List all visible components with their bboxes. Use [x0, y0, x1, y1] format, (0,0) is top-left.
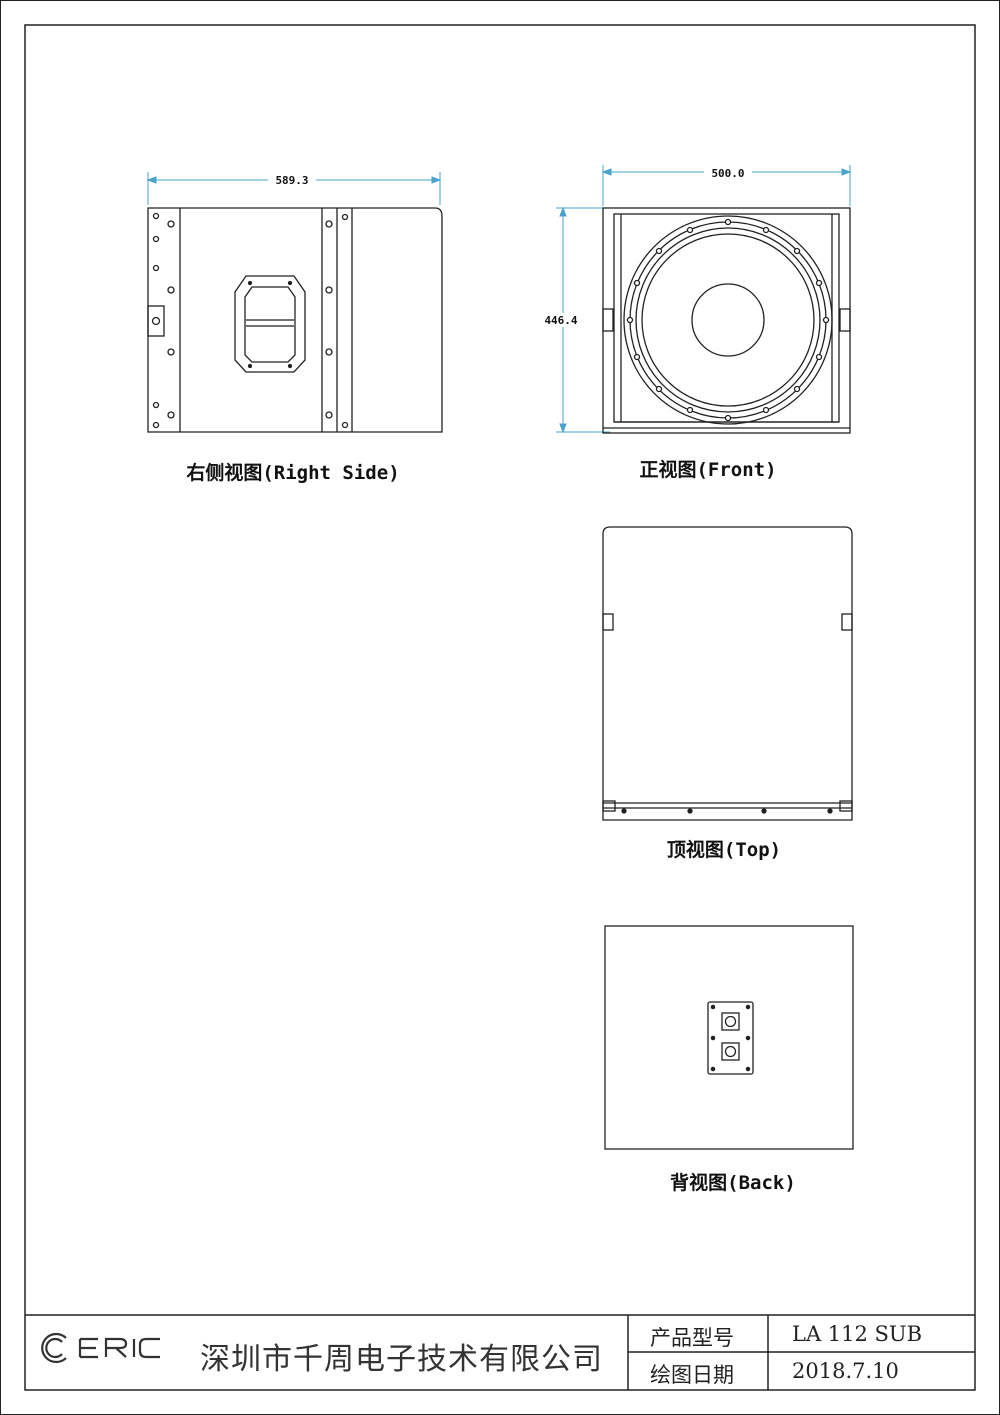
- front-width-label: 500.0: [711, 167, 744, 180]
- side-width-label: 589.3: [275, 174, 308, 187]
- speakon-connector-1: [721, 1012, 740, 1031]
- title-block: [25, 1314, 975, 1390]
- model-label: 产品型号: [650, 1326, 734, 1350]
- company-name: 深圳市千周电子技术有限公司: [200, 1342, 603, 1377]
- front-height-label: 446.4: [544, 314, 577, 327]
- eric-logo: ERIC: [40, 1330, 190, 1370]
- speakon-connector-2: [721, 1042, 740, 1061]
- model-value: LA 112 SUB: [792, 1322, 923, 1346]
- top-caption: 顶视图(Top): [666, 839, 782, 861]
- front-view: [543, 165, 852, 434]
- top-view: [602, 526, 853, 821]
- eric-logo-mark: [41, 1332, 160, 1364]
- front-driver-screws: [626, 218, 830, 422]
- drawing-frame: [24, 24, 976, 1391]
- side-screws: [152, 212, 349, 429]
- right-side-caption: 右侧视图(Right Side): [186, 462, 400, 484]
- back-view: [604, 925, 854, 1150]
- front-caption: 正视图(Front): [639, 459, 777, 481]
- date-value: 2018.7.10: [792, 1359, 899, 1383]
- date-label: 绘图日期: [650, 1363, 734, 1387]
- back-caption: 背视图(Back): [670, 1172, 796, 1194]
- right-side-view: [146, 172, 443, 433]
